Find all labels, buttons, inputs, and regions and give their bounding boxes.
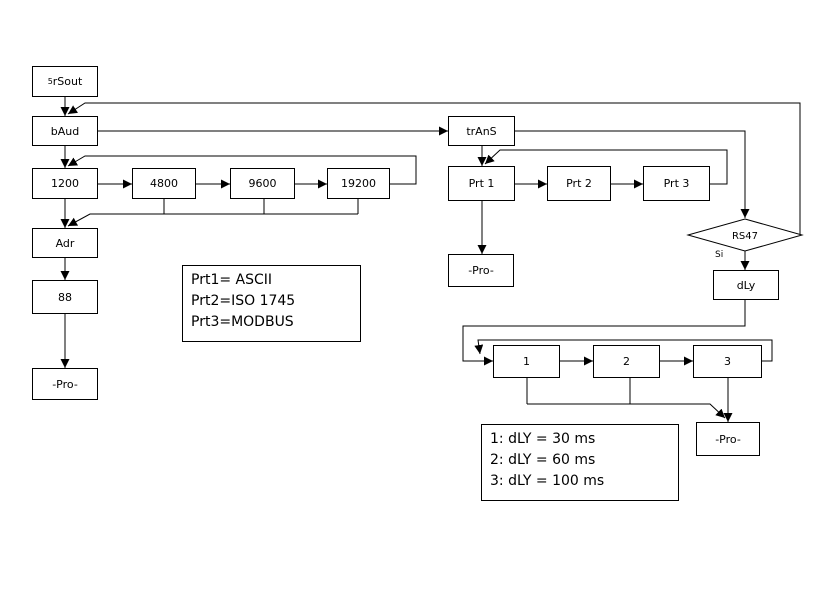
legend-protocol-line: Prt2=ISO 1745 [191, 291, 352, 312]
node-prt3: Prt 3 [643, 166, 710, 201]
node-pro-right: -Pro- [696, 422, 760, 456]
node-pro-mid: -Pro- [448, 254, 514, 287]
node-address-88: 88 [32, 280, 98, 314]
node-4800: 4800 [132, 168, 196, 199]
rs47-label: RS47 [732, 231, 758, 242]
node-9600: 9600 [230, 168, 295, 199]
connector-baud-collector [68, 214, 358, 226]
node-delay-3: 3 [693, 345, 762, 378]
legend-delay-line: 2: dLY = 60 ms [490, 450, 670, 471]
node-adr: Adr [32, 228, 98, 258]
node-delay-2: 2 [593, 345, 660, 378]
si-label: Si [715, 250, 723, 260]
node-prt2: Prt 2 [547, 166, 611, 201]
node-trans: trAnS [448, 116, 515, 146]
node-delay-1: 1 [493, 345, 560, 378]
node-prt1: Prt 1 [448, 166, 515, 201]
node-baud: bAud [32, 116, 98, 146]
node-pro-left: -Pro- [32, 368, 98, 400]
node-dly: dLy [713, 270, 779, 300]
legend-protocol-line: Prt3=MODBUS [191, 312, 352, 333]
legend-protocol-line: Prt1= ASCII [191, 270, 352, 291]
legend-protocols: Prt1= ASCII Prt2=ISO 1745 Prt3=MODBUS [182, 265, 361, 342]
node-1200: 1200 [32, 168, 98, 199]
connector-delay-collector [527, 404, 725, 418]
node-rsout-label: rSout [53, 75, 83, 88]
node-19200: 19200 [327, 168, 390, 199]
legend-delays: 1: dLY = 30 ms 2: dLY = 60 ms 3: dLY = 1… [481, 424, 679, 501]
legend-delay-line: 1: dLY = 30 ms [490, 429, 670, 450]
legend-delay-line: 3: dLY = 100 ms [490, 471, 670, 492]
